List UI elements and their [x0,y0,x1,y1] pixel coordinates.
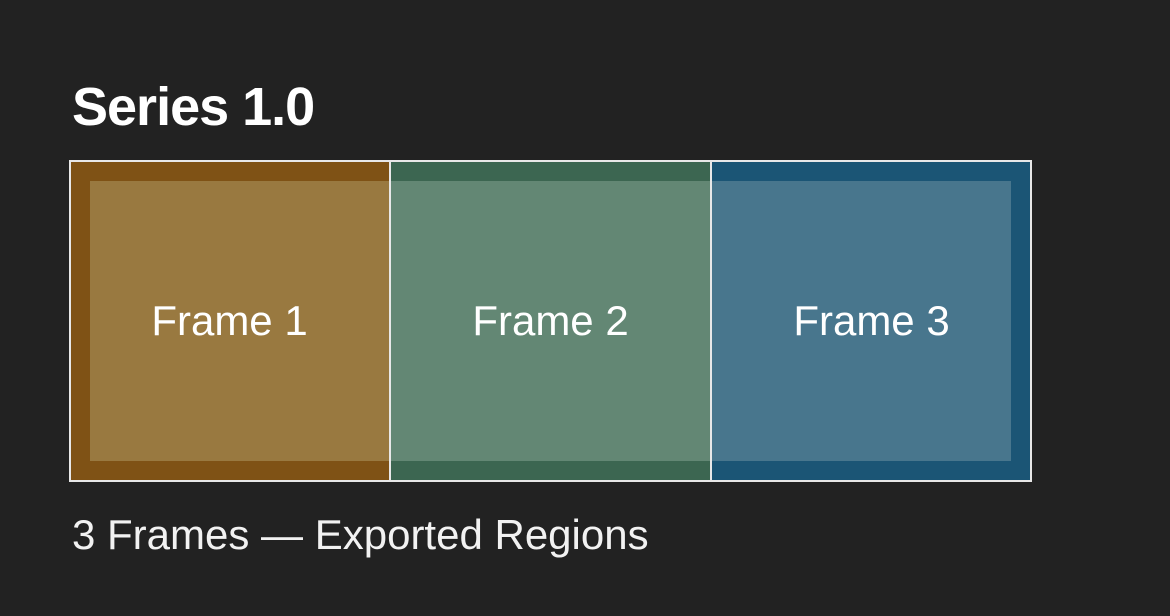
frame-2-label: Frame 2 [472,297,629,344]
frame-3-region[interactable]: Frame 3 [711,160,1032,482]
frame-strip: Frame 1 Frame 2 Frame 3 [69,160,1032,482]
frame-1-label: Frame 1 [151,297,308,344]
frame-3-inner-fill [711,181,1011,461]
frame-divider-1 [389,160,391,482]
frame-2-inner-fill [390,181,711,461]
series-title: Series 1.0 [72,77,315,137]
frames-caption: 3 Frames — Exported Regions [72,511,649,558]
frame-1-inner-fill [90,181,390,461]
frame-divider-2 [710,160,712,482]
frame-2-region[interactable]: Frame 2 [390,160,711,482]
frame-3-label: Frame 3 [793,297,950,344]
frame-1-region[interactable]: Frame 1 [69,160,390,482]
